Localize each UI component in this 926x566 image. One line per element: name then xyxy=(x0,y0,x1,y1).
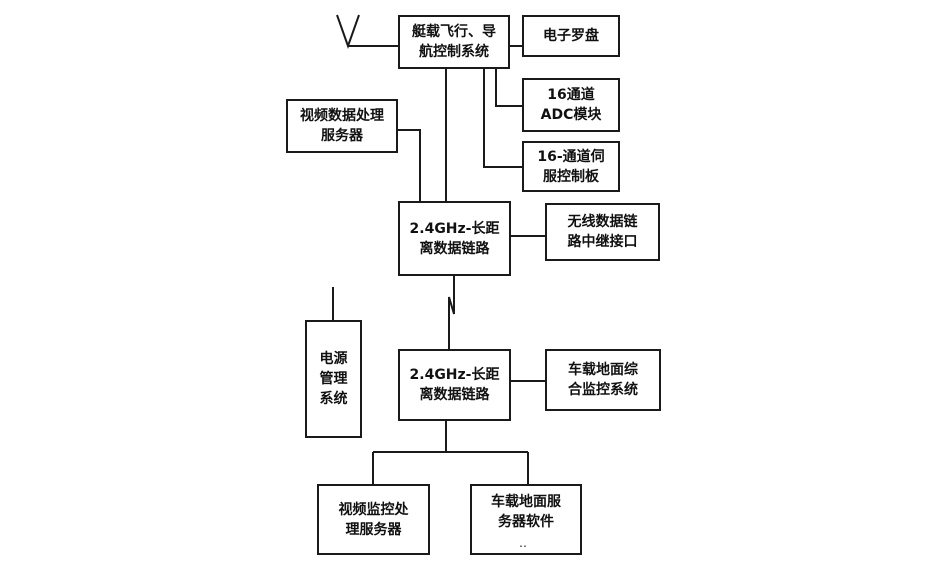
ground-server-software-box: 车载地面服 务器软件 xyxy=(470,484,582,555)
box-line: 合监控系统 xyxy=(568,382,638,398)
video-monitor-server-box: 视频监控处 理服务器 xyxy=(317,484,430,555)
box-line: 路中继接口 xyxy=(567,234,638,250)
wireless-link-icon xyxy=(448,276,455,349)
video-data-server-box: 视频数据处理 服务器 xyxy=(286,99,398,153)
antenna-icon xyxy=(336,14,360,49)
box-line: 航控制系统 xyxy=(419,44,489,60)
box-line: 2.4GHz-长距 xyxy=(409,220,500,237)
box-line: 电子罗盘 xyxy=(543,28,599,44)
air-data-link-box: 2.4GHz-长距 离数据链路 xyxy=(398,201,511,276)
box-line: 艇载飞行、导 xyxy=(412,24,496,40)
box-line: 服务器 xyxy=(321,128,363,144)
power-management-box: 电源 管理 系统 xyxy=(305,320,362,438)
box-line: 视频数据处理 xyxy=(300,108,384,124)
box-line: 离数据链路 xyxy=(419,387,490,403)
box-line: 视频监控处 xyxy=(338,501,409,518)
box-line: 离数据链路 xyxy=(419,240,490,257)
servo16-box: 16-通道伺 服控制板 xyxy=(522,141,620,192)
box-line: 2.4GHz-长距 xyxy=(409,367,500,383)
wire-video-link xyxy=(398,129,421,201)
box-line: 车载地面服 xyxy=(491,494,561,510)
box-line: 系统 xyxy=(319,391,348,407)
box-line: 无线数据链 xyxy=(567,214,638,230)
box-line: 车载地面综 xyxy=(568,362,638,378)
ground-data-link-box: 2.4GHz-长距 离数据链路 xyxy=(398,349,511,421)
adc16-box: 16通道 ADC模块 xyxy=(522,78,620,132)
wire-flight-servo xyxy=(483,69,522,168)
box-line: 务器软件 xyxy=(498,514,554,530)
compass-box: 电子罗盘 xyxy=(522,15,620,57)
box-line: ADC模块 xyxy=(540,107,602,123)
box-line: 16通道 xyxy=(547,87,595,103)
flight-nav-control-box: 艇载飞行、导 航控制系统 xyxy=(398,15,510,69)
footnote-dots: ‥ xyxy=(519,536,530,550)
relay-interface-box: 无线数据链 路中继接口 xyxy=(545,203,660,261)
wire-flight-adc xyxy=(495,69,522,107)
ground-monitor-box: 车载地面综 合监控系统 xyxy=(545,349,661,411)
box-line: 服控制板 xyxy=(542,168,599,185)
box-line: 16-通道伺 xyxy=(537,148,605,165)
box-line: 电源 xyxy=(319,351,348,367)
box-line: 管理 xyxy=(319,371,348,387)
box-line: 理服务器 xyxy=(345,521,402,538)
